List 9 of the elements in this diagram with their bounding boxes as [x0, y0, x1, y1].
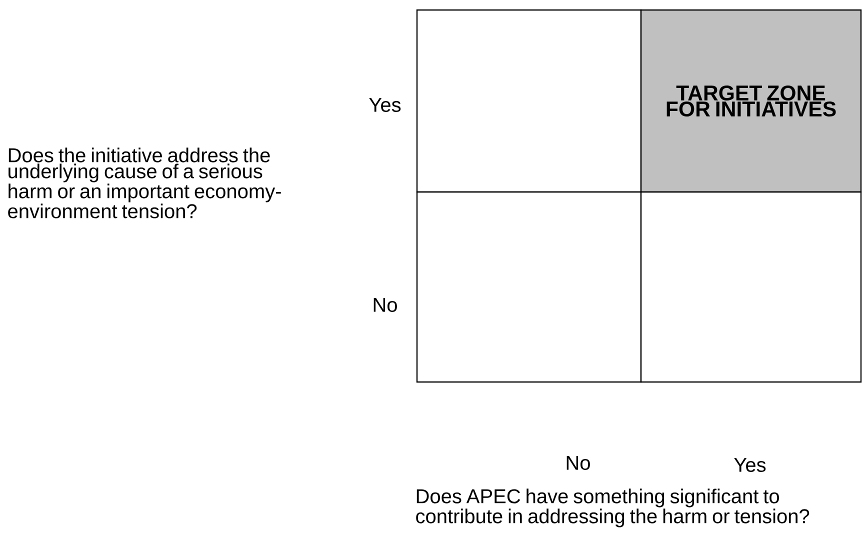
grid-cell	[416, 191, 642, 383]
axis-label: Yes	[734, 458, 766, 472]
question-text: Does APEC have something significant to contribute in addressing the harm or tension?	[416, 488, 810, 528]
axis-label: No	[566, 456, 590, 470]
question-text: Does the initiative address the underlying cause of a serious harm or an important economy-environment tension?	[8, 148, 281, 218]
axis-label: No	[374, 298, 397, 312]
grid-cell	[416, 9, 642, 193]
grid-cell	[640, 191, 862, 383]
target-zone-cell: TARGET ZONE FOR INITIATIVES	[640, 9, 862, 193]
